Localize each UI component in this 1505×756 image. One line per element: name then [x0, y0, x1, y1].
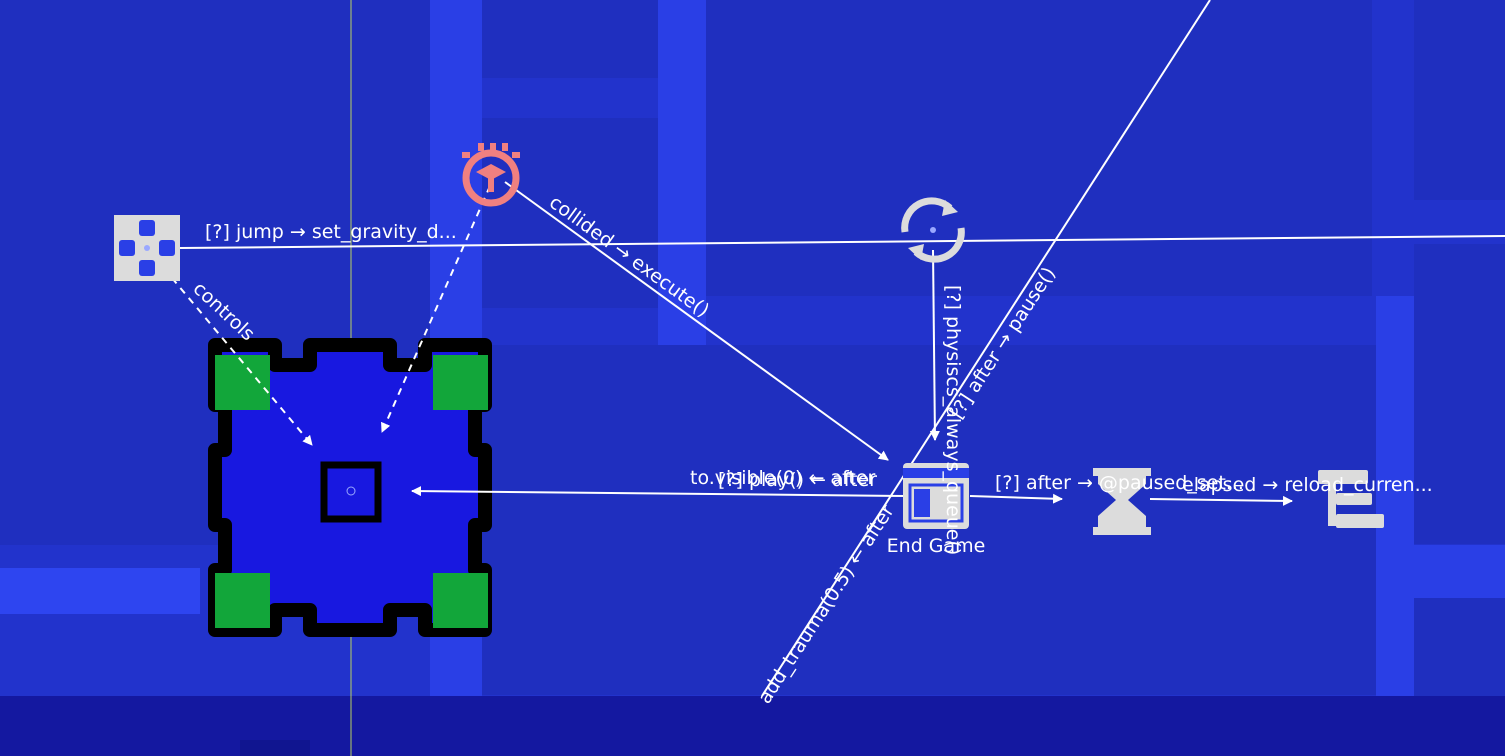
edge-lines [171, 0, 1505, 697]
edge-controls [171, 277, 313, 446]
timer-node[interactable] [1093, 468, 1151, 535]
player-corner-bottom-left [215, 573, 270, 628]
refresh-cycle-icon [901, 197, 965, 263]
label-elapsed: elapsed → reload_curren... [1182, 474, 1433, 496]
label-after-paused: [?] after → @paused_set... [995, 472, 1244, 494]
label-jump: [?] jump → set_gravity_d... [205, 221, 457, 243]
player-corner-bottom-right [433, 573, 488, 628]
hazard-node[interactable] [462, 143, 520, 207]
edge-elapsed [1149, 495, 1293, 506]
player-center-box [320, 461, 382, 523]
edge-after-paused [969, 493, 1063, 504]
player-node[interactable] [208, 338, 492, 637]
spiked-hazard-icon [462, 143, 520, 207]
scene-tree-icon [1318, 470, 1384, 528]
end-game-node[interactable]: End Game [887, 463, 986, 557]
edge-diagonal-long [761, 0, 1211, 697]
edge-collided [504, 181, 889, 461]
physics-node[interactable] [901, 197, 965, 263]
hourglass-icon [1093, 468, 1151, 535]
edge-physics [929, 249, 940, 441]
label-play-after: [?] play() ← after [718, 469, 877, 491]
end-game-label: End Game [887, 535, 986, 557]
scene-tree-node[interactable] [1318, 470, 1384, 528]
player-corner-top-left [215, 355, 270, 410]
crosshair-icon [346, 486, 356, 496]
edge-to-player [411, 486, 906, 497]
label-physics: [?] physiscs_always_queue() [942, 285, 964, 555]
dpad-controller-icon [119, 220, 175, 276]
label-to-visible: to.visible(0) ← after [690, 467, 876, 489]
window-calendar-icon [903, 463, 969, 529]
edge-hazard-player [381, 185, 491, 433]
edge-jump [179, 235, 1505, 249]
player-corner-top-right [433, 355, 488, 410]
controller-node[interactable] [114, 215, 180, 281]
